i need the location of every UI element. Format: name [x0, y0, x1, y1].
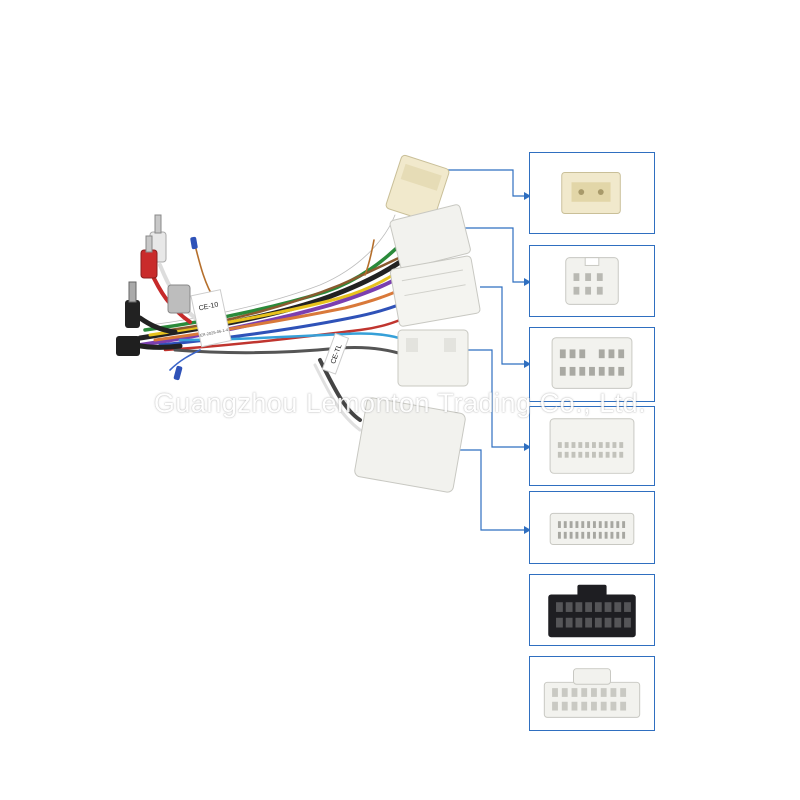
rca-plug-red	[140, 235, 158, 279]
connector-white-20pin-icon	[543, 668, 641, 718]
leader-line-3	[480, 286, 524, 365]
rca-plug-black	[125, 281, 140, 328]
connector-cream-2pin	[385, 154, 450, 223]
detail-panel-4	[529, 406, 655, 486]
connector-black-16pin-icon	[548, 584, 636, 638]
leader-lines	[441, 169, 524, 531]
connector-white-6pin-icon	[565, 257, 619, 305]
harness-tag-2: CE-TL	[321, 332, 350, 375]
company-watermark: Guangzhou Lemonton Trading Co., Ltd.	[153, 388, 647, 418]
fuse-holder	[167, 284, 191, 314]
leader-line-5	[455, 449, 524, 531]
harness-tag-small: ER-2025-06-1-4	[199, 327, 229, 338]
harness-tag: CE-10 ER-2025-06-1-4	[190, 289, 232, 348]
connector-white-b	[389, 255, 481, 327]
connector-white-24pin-icon	[549, 418, 635, 474]
detail-panel-2	[529, 245, 655, 317]
connector-white-16pin-icon	[551, 337, 633, 389]
detail-panel-1	[529, 152, 655, 234]
antenna-plug-black	[116, 336, 140, 356]
connector-white-d	[354, 397, 466, 493]
detail-panel-5	[529, 491, 655, 564]
harness-tag-primary: CE-10	[198, 301, 219, 312]
leader-line-4	[462, 349, 524, 448]
leader-line-1	[441, 169, 524, 197]
leader-line-2	[465, 227, 524, 283]
detail-panel-7	[529, 656, 655, 731]
detail-panel-6	[529, 574, 655, 646]
connector-white-28pin-icon	[549, 512, 635, 546]
connector-cream-2pin-icon	[561, 172, 621, 214]
connector-white-c	[397, 329, 469, 387]
detail-panel-3	[529, 327, 655, 402]
